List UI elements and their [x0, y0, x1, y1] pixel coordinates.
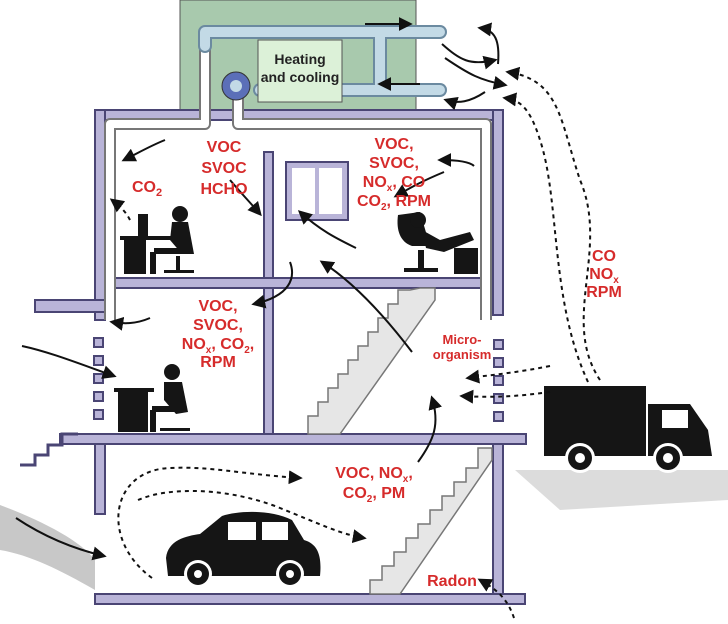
bedroom-pollutants: VOC, SVOC, NOx, CO CO2, RPM: [357, 136, 431, 213]
ground-floor-pollutants: VOC, SVOC, NOx, CO2, RPM: [182, 298, 254, 371]
co2-label-attic: CO2: [132, 179, 162, 199]
pollutant-voc-attic: VOC: [207, 139, 242, 156]
svg-text:RPM: RPM: [200, 354, 236, 371]
upper-staircase: [307, 287, 436, 435]
outside-steps: [20, 432, 78, 467]
relaxing-person-silhouette: [397, 212, 478, 274]
lower-staircase: [369, 447, 493, 595]
svg-text:RPM: RPM: [586, 284, 622, 301]
svg-text:SVOC,: SVOC,: [193, 317, 243, 334]
garage-pollutants: VOC, NOx, CO2, PM: [335, 465, 413, 505]
svg-text:Micro-: Micro-: [443, 332, 482, 347]
pollutant-svoc-attic: SVOC: [201, 160, 247, 177]
hvac-label-line2: and cooling: [261, 69, 340, 85]
outdoor-vehicle-pollutants: CO NOx RPM: [586, 248, 622, 301]
svg-text:CO: CO: [592, 248, 616, 265]
svg-text:VOC, NOx,: VOC, NOx,: [335, 465, 413, 485]
office-worker-silhouette-upper: [120, 206, 194, 274]
pollutant-hcho-attic: HCHO: [200, 181, 247, 198]
svg-text:CO2, RPM: CO2, RPM: [357, 193, 431, 213]
svg-text:NOx, CO: NOx, CO: [363, 174, 425, 194]
svg-text:CO2, PM: CO2, PM: [343, 485, 405, 505]
svg-text:SVOC,: SVOC,: [369, 155, 419, 172]
truck-silhouette: [544, 386, 712, 473]
house-structure: [34, 109, 527, 605]
svg-text:NOx, CO2,: NOx, CO2,: [182, 336, 254, 356]
svg-text:organism: organism: [433, 347, 492, 362]
svg-text:NOx: NOx: [589, 266, 619, 286]
hvac-label-line1: Heating: [274, 51, 325, 67]
svg-text:VOC,: VOC,: [374, 136, 413, 153]
svg-text:VOC,: VOC,: [198, 298, 237, 315]
driveway-shadow-left: [0, 505, 95, 590]
office-worker-silhouette-lower: [114, 364, 190, 432]
attic-office-pollutants: VOC SVOC HCHO: [200, 139, 247, 198]
car-silhouette: [166, 511, 321, 588]
bedroom-window: [285, 161, 349, 221]
radon-label: Radon: [427, 573, 477, 590]
road-shadow-right: [515, 470, 728, 510]
micro-organism-label: Micro- organism: [433, 332, 492, 362]
hvac-label-box: [257, 39, 343, 103]
